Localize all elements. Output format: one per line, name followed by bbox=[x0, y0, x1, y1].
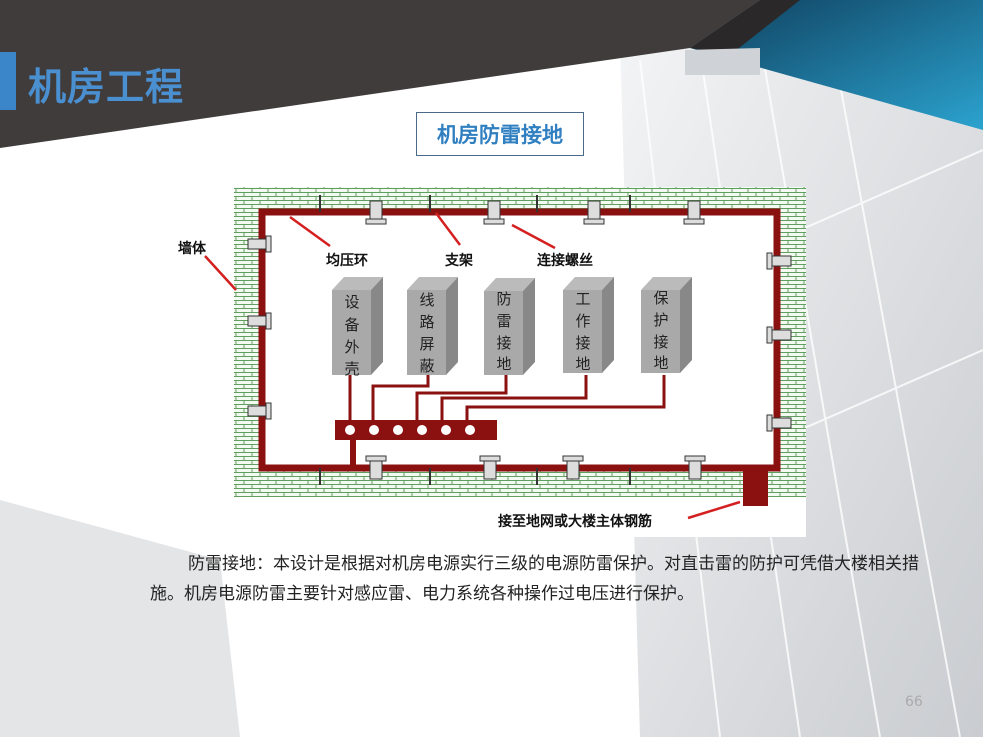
label-wall: 墙体 bbox=[178, 240, 207, 257]
ground-busbar bbox=[335, 420, 497, 468]
ground-wires bbox=[348, 375, 666, 420]
box-char: 路 bbox=[419, 313, 434, 331]
page-title: 机房工程 bbox=[28, 65, 185, 109]
box-char: 蔽 bbox=[419, 357, 434, 375]
pointer-arrows bbox=[204, 212, 741, 520]
box-char: 外 bbox=[344, 338, 359, 356]
label-ground: 接至地网或大楼主体钢筋 bbox=[498, 513, 652, 530]
box-lightning-ground bbox=[484, 278, 535, 375]
box-char: 作 bbox=[575, 312, 590, 330]
box-working-ground bbox=[563, 277, 614, 373]
page-number: 66 bbox=[905, 694, 923, 710]
connection-screws bbox=[247, 200, 792, 480]
box-char: 接 bbox=[653, 333, 668, 351]
box-char: 保 bbox=[653, 289, 668, 307]
box-char: 屏 bbox=[419, 335, 434, 353]
label-ring: 均压环 bbox=[326, 252, 368, 269]
box-char: 线 bbox=[419, 291, 434, 309]
box-char: 雷 bbox=[496, 312, 511, 330]
description-paragraph: 防雷接地：本设计是根据对机房电源实行三级的电源防雷保护。对直击雷的防护可凭借大楼… bbox=[150, 554, 919, 604]
equipment-boxes bbox=[332, 277, 692, 375]
box-char: 工 bbox=[575, 290, 590, 308]
box-char: 设 bbox=[344, 293, 359, 311]
label-bracket: 支架 bbox=[444, 252, 473, 269]
label-screw: 连接螺丝 bbox=[537, 252, 593, 269]
box-char: 地 bbox=[575, 355, 590, 373]
box-char: 地 bbox=[653, 354, 668, 372]
section-title: 机房防雷接地 bbox=[416, 112, 584, 156]
box-char: 接 bbox=[496, 334, 511, 352]
box-equipment-casing bbox=[332, 277, 383, 375]
box-char: 接 bbox=[575, 334, 590, 352]
ground-terminal bbox=[743, 468, 768, 506]
box-char: 备 bbox=[344, 316, 359, 334]
box-char: 防 bbox=[496, 290, 511, 308]
brackets bbox=[319, 195, 631, 485]
box-char: 地 bbox=[496, 355, 511, 373]
title-accent-bar bbox=[0, 52, 16, 110]
box-protective-ground bbox=[641, 277, 692, 373]
box-line-shielding bbox=[407, 277, 458, 375]
box-char: 护 bbox=[653, 311, 668, 329]
box-char: 壳 bbox=[344, 360, 359, 378]
